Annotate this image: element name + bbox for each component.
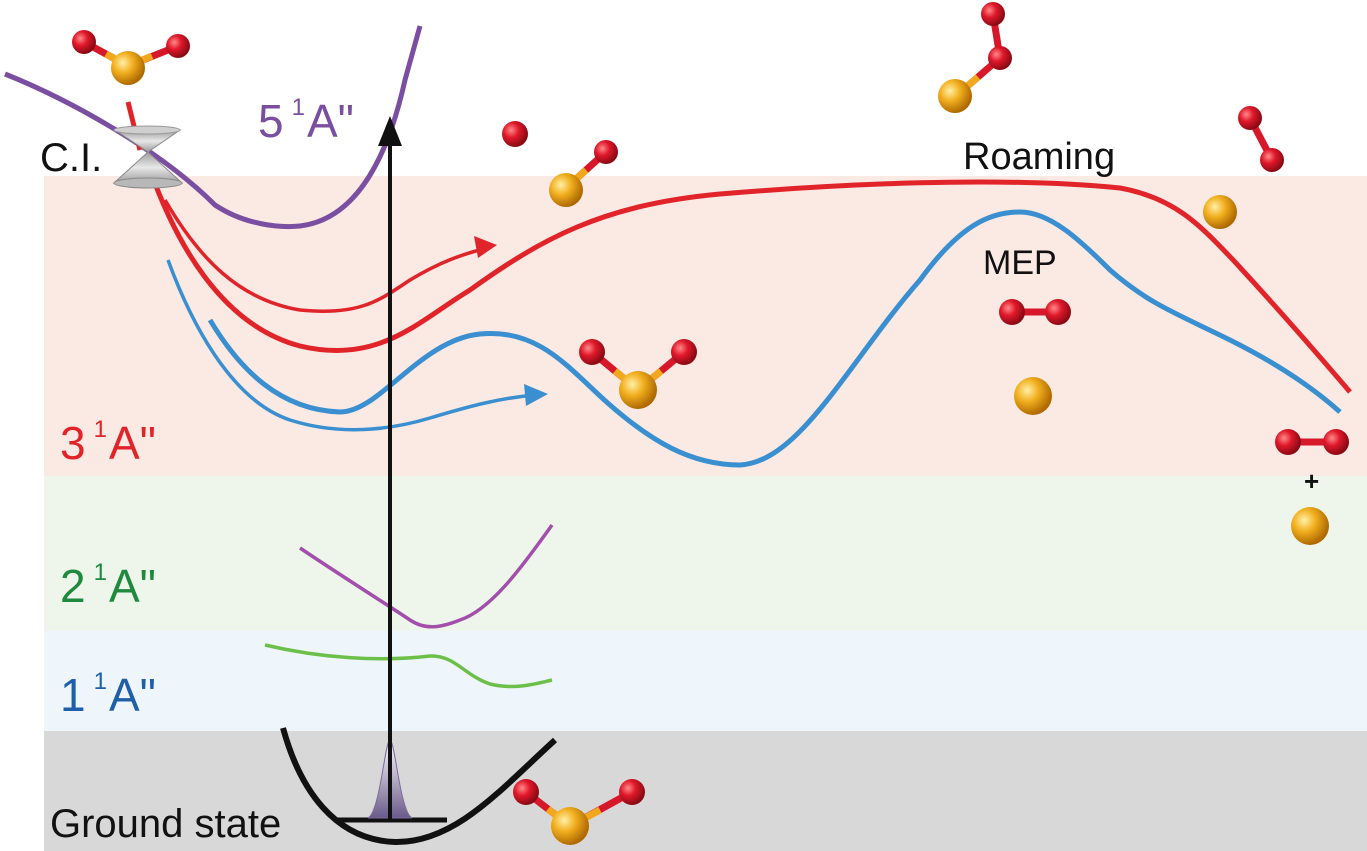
o2-s-molecule-topright xyxy=(1203,106,1284,229)
red-arrowhead xyxy=(474,236,497,258)
state-num: 2 xyxy=(60,560,86,612)
so2-molecule-bottom xyxy=(513,779,645,845)
conical-intersection-icon xyxy=(112,125,184,189)
state-num: 1 xyxy=(60,669,86,721)
ground-state-label: Ground state xyxy=(50,802,282,846)
roaming-label: Roaming xyxy=(963,136,1116,178)
ground-curve xyxy=(280,727,558,846)
state-sym: A" xyxy=(108,669,156,721)
mep-label: MEP xyxy=(983,244,1057,282)
state-num: 5 xyxy=(258,95,284,147)
red-trajectory xyxy=(163,199,491,313)
state-sym: A" xyxy=(108,560,156,612)
s2-curve xyxy=(299,523,554,629)
state-sup: 1 xyxy=(291,94,305,121)
band-ground xyxy=(44,731,1367,851)
o2-s-molecule-right xyxy=(1275,429,1349,545)
soo-molecule-top xyxy=(938,2,1012,113)
blue-arrowhead xyxy=(524,384,548,406)
s5-curve xyxy=(4,25,423,230)
state-num: 3 xyxy=(60,417,86,469)
state-sym: A" xyxy=(306,95,354,147)
o2-s-molecule-center xyxy=(999,299,1071,415)
blue-trajectory xyxy=(166,259,536,432)
o-plus-so-molecule xyxy=(502,121,618,207)
roaming-curve xyxy=(147,169,1352,394)
state-sup: 1 xyxy=(93,668,107,695)
conical-intersection-label: C.I. xyxy=(40,136,103,180)
so2-molecule-center xyxy=(579,339,697,409)
s1-curve xyxy=(264,643,553,689)
band-1A xyxy=(44,631,1367,731)
state-sym: A" xyxy=(108,417,156,469)
state-sup: 1 xyxy=(93,559,107,586)
excitation-arrowhead xyxy=(378,116,402,146)
state-sup: 1 xyxy=(93,416,107,443)
so2-molecule-topleft xyxy=(72,30,190,85)
band-2A xyxy=(44,476,1367,631)
plus-sign: + xyxy=(1304,466,1320,496)
